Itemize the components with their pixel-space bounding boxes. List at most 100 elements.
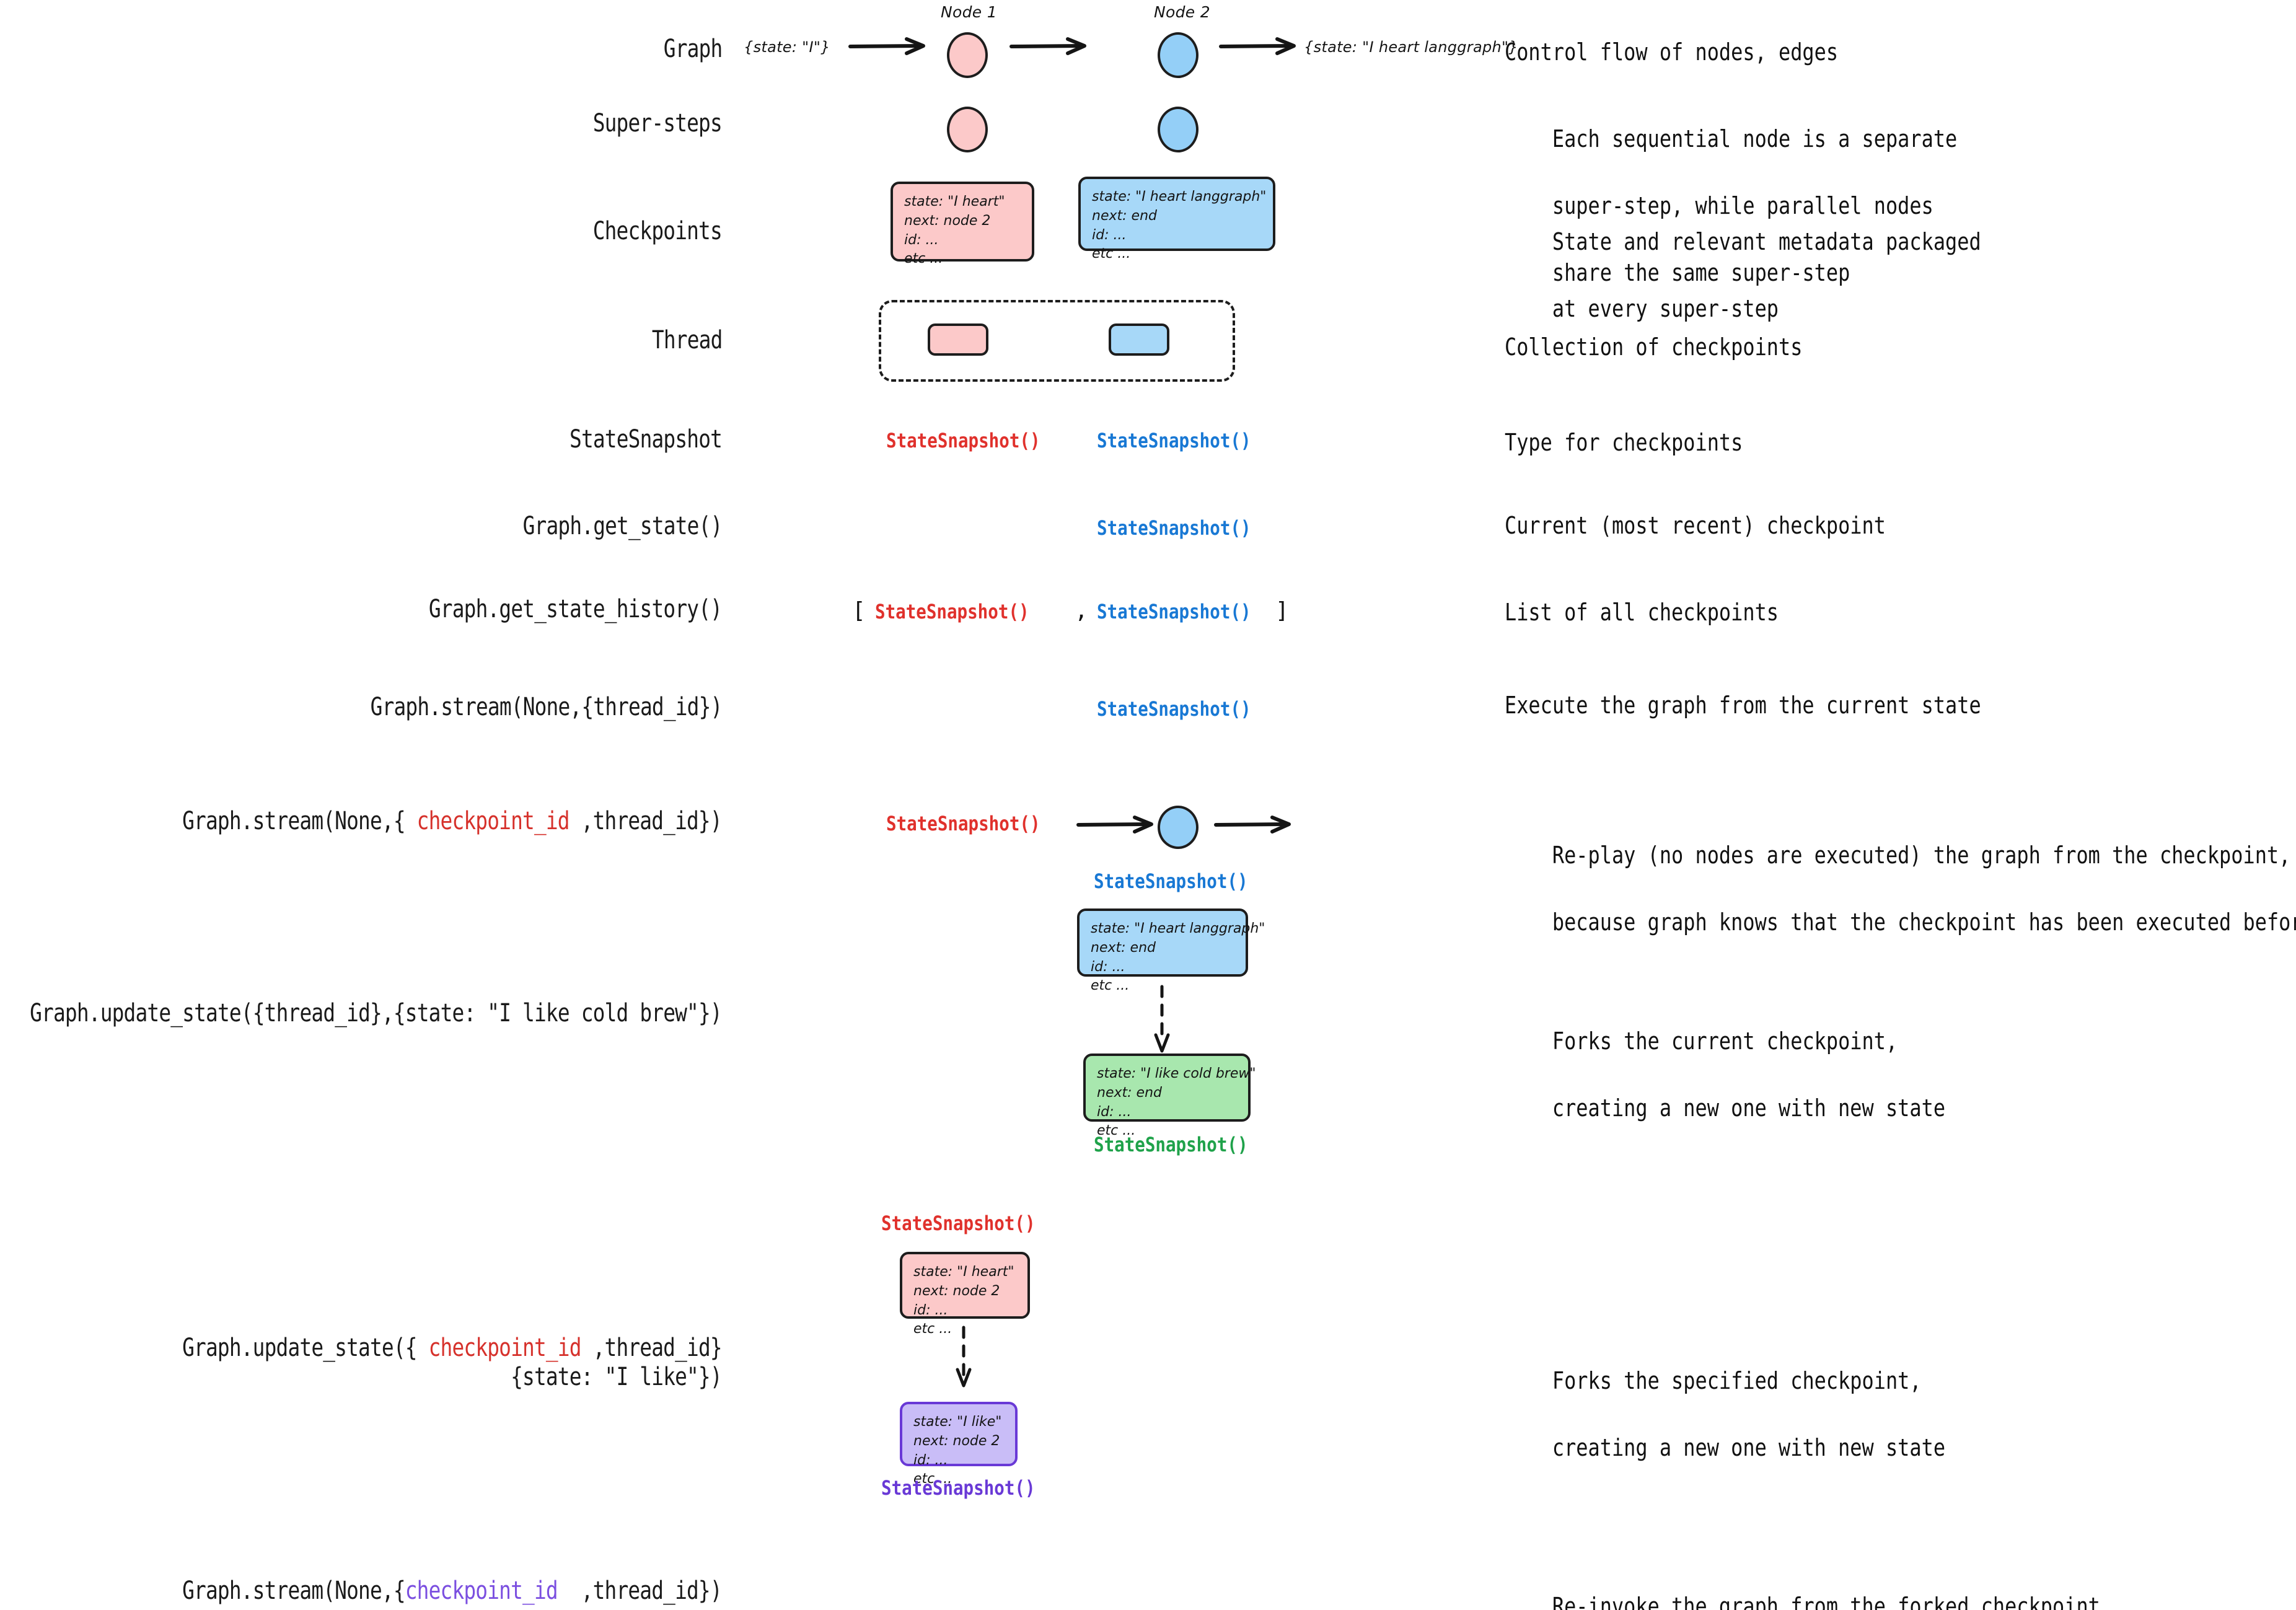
graph-output-state: {state: "I heart langgraph"}: [1304, 38, 1518, 56]
checkpoint-card-pink-next: next: node 2: [904, 213, 991, 229]
replay-node-blue: [1158, 806, 1199, 849]
desc-stream-checkpoint: Re-play (no nodes are executed) the grap…: [1505, 806, 2296, 973]
update-state-card-green-id: id: ...: [1097, 1104, 1132, 1120]
desc-update-state-checkpoint-l1: Forks the specified checkpoint,: [1552, 1366, 1922, 1394]
desc-update-state-checkpoint: Forks the specified checkpoint, creating…: [1505, 1331, 1945, 1498]
fork-dashed-arrow-1: [1154, 985, 1170, 1053]
fork-card-pink-next: next: node 2: [913, 1283, 1000, 1299]
desc-update-state-thread-l2: creating a new one with new state: [1552, 1094, 1946, 1122]
update-state-card-blue-etc: etc ...: [1091, 978, 1130, 994]
desc-checkpoints: State and relevant metadata packaged at …: [1505, 192, 1981, 359]
thread-container: [879, 300, 1235, 382]
stream-forked-keyword: checkpoint_id: [405, 1577, 558, 1605]
stream-checkpoint-keyword: checkpoint_id: [416, 807, 570, 835]
update-state-card-blue-next: next: end: [1091, 939, 1156, 956]
row-label-get-state: Graph.get_state(): [522, 512, 723, 540]
update-state-card-blue-state: state: "I heart langgraph": [1091, 921, 1265, 936]
desc-stream-forked-l1: Re-invoke the graph from the forked chec…: [1552, 1592, 2100, 1610]
graph-input-state: {state: "I"}: [744, 38, 830, 56]
desc-super-steps-l2: super-step, while parallel nodes: [1552, 191, 1933, 219]
snapshot-blue-stream-thread: StateSnapshot(): [1097, 697, 1251, 721]
fork-card-purple-etc: etc ...: [913, 1471, 952, 1487]
update-state-checkpoint-prefix: Graph.update_state({: [182, 1334, 429, 1362]
replay-arrow-1: [1076, 816, 1153, 834]
desc-super-steps-l3: share the same super-step: [1552, 258, 1850, 286]
desc-stream-checkpoint-l1: Re-play (no nodes are executed) the grap…: [1552, 841, 2291, 869]
super-step-node-2: [1158, 107, 1199, 152]
fork-dashed-arrow-2: [956, 1326, 972, 1388]
desc-thread: Collection of checkpoints: [1505, 333, 1803, 361]
snapshot-blue-statesnapshot-row: StateSnapshot(): [1097, 429, 1251, 452]
checkpoint-card-pink: state: "I heart" next: node 2 id: ... et…: [891, 182, 1034, 266]
desc-stream-thread: Execute the graph from the current state: [1505, 692, 1981, 719]
snapshot-blue-replay: StateSnapshot(): [1094, 869, 1248, 893]
snapshot-red-history: StateSnapshot(): [875, 600, 1029, 623]
thread-chip-blue: [1109, 323, 1169, 356]
stream-forked-suffix: ,thread_id}): [558, 1577, 723, 1605]
node-2-ellipse: [1158, 32, 1199, 78]
super-step-node-1: [947, 107, 988, 152]
thread-chip-pink: [928, 323, 988, 356]
row-label-stream-checkpoint: Graph.stream(None,{ checkpoint_id ,threa…: [182, 807, 722, 836]
graph-edge-arrow-2: [1009, 37, 1086, 55]
desc-super-steps: Each sequential node is a separate super…: [1505, 89, 1957, 323]
fork-card-purple: state: "I like" next: node 2 id: ... etc…: [900, 1402, 1018, 1487]
desc-update-state-thread-l1: Forks the current checkpoint,: [1552, 1027, 1898, 1055]
snapshot-red-stream-checkpoint: StateSnapshot(): [886, 812, 1040, 835]
stream-forked-prefix: Graph.stream(None,{: [182, 1577, 405, 1605]
graph-edge-arrow-3: [1219, 37, 1296, 55]
snapshot-red-statesnapshot-row: StateSnapshot(): [886, 429, 1040, 452]
row-label-statesnapshot: StateSnapshot: [569, 425, 723, 454]
row-label-thread: Thread: [651, 326, 722, 354]
desc-get-state: Current (most recent) checkpoint: [1505, 512, 1886, 539]
row-label-update-state-checkpoint: Graph.update_state({ checkpoint_id ,thre…: [182, 1334, 722, 1392]
checkpoint-card-blue-next: next: end: [1092, 208, 1157, 224]
row-label-graph: Graph: [663, 35, 722, 63]
checkpoint-card-blue: state: "I heart langgraph" next: end id:…: [1078, 177, 1275, 262]
fork-card-purple-state: state: "I like": [913, 1414, 1002, 1430]
checkpoint-card-pink-etc: etc ...: [904, 251, 943, 267]
update-state-card-green-next: next: end: [1097, 1084, 1162, 1101]
fork-card-pink-id: id: ...: [913, 1302, 948, 1318]
snapshot-blue-history: StateSnapshot(): [1097, 600, 1251, 623]
node-1-ellipse: [947, 32, 988, 78]
desc-statesnapshot: Type for checkpoints: [1505, 429, 1743, 456]
row-label-checkpoints: Checkpoints: [592, 217, 723, 245]
fork-card-purple-id: id: ...: [913, 1452, 948, 1468]
graph-edge-arrow-1: [848, 37, 925, 55]
desc-super-steps-l1: Each sequential node is a separate: [1552, 125, 1958, 152]
row-label-super-steps: Super-steps: [592, 109, 723, 138]
node2-caption: Node 2: [1154, 3, 1210, 21]
fork-card-purple-next: next: node 2: [913, 1433, 1000, 1449]
checkpoint-card-blue-etc: etc ...: [1092, 246, 1131, 262]
history-comma: ,: [1075, 598, 1088, 623]
desc-checkpoints-l2: at every super-step: [1552, 294, 1779, 322]
stream-checkpoint-prefix: Graph.stream(None,{: [182, 807, 417, 835]
desc-stream-forked: Re-invoke the graph from the forked chec…: [1505, 1557, 2160, 1610]
history-close-bracket: ]: [1275, 598, 1289, 623]
row-label-stream-thread: Graph.stream(None,{thread_id}): [370, 693, 723, 721]
desc-graph: Control flow of nodes, edges: [1505, 38, 1839, 66]
update-state-card-green-etc: etc ...: [1097, 1123, 1136, 1139]
snapshot-purple-fork: StateSnapshot(): [881, 1476, 1036, 1500]
update-state-card-green-state: state: "I like cold brew": [1097, 1066, 1256, 1081]
checkpoint-card-pink-id: id: ...: [904, 232, 939, 248]
fork-card-pink-state: state: "I heart": [913, 1264, 1014, 1280]
update-state-card-blue-id: id: ...: [1091, 959, 1125, 975]
desc-checkpoints-l1: State and relevant metadata packaged: [1552, 227, 1981, 255]
row-label-update-state-thread: Graph.update_state({thread_id},{state: "…: [30, 999, 723, 1027]
checkpoint-card-pink-state: state: "I heart": [904, 194, 1005, 209]
update-state-checkpoint-line2: {state: "I like"}): [511, 1363, 723, 1392]
desc-update-state-checkpoint-l2: creating a new one with new state: [1552, 1433, 1946, 1461]
update-state-checkpoint-suffix: ,thread_id}: [581, 1334, 723, 1362]
fork-card-pink-etc: etc ...: [913, 1321, 952, 1337]
checkpoint-card-blue-state: state: "I heart langgraph": [1092, 189, 1267, 205]
snapshot-green-fork: StateSnapshot(): [1094, 1133, 1248, 1156]
desc-update-state-thread: Forks the current checkpoint, creating a…: [1505, 992, 1945, 1159]
fork-card-pink: state: "I heart" next: node 2 id: ... et…: [900, 1252, 1030, 1337]
row-label-get-state-history: Graph.get_state_history(): [428, 595, 723, 623]
desc-stream-checkpoint-l2: because graph knows that the checkpoint …: [1552, 908, 2296, 936]
snapshot-blue-get-state: StateSnapshot(): [1097, 516, 1251, 540]
checkpoint-card-blue-id: id: ...: [1092, 227, 1127, 243]
